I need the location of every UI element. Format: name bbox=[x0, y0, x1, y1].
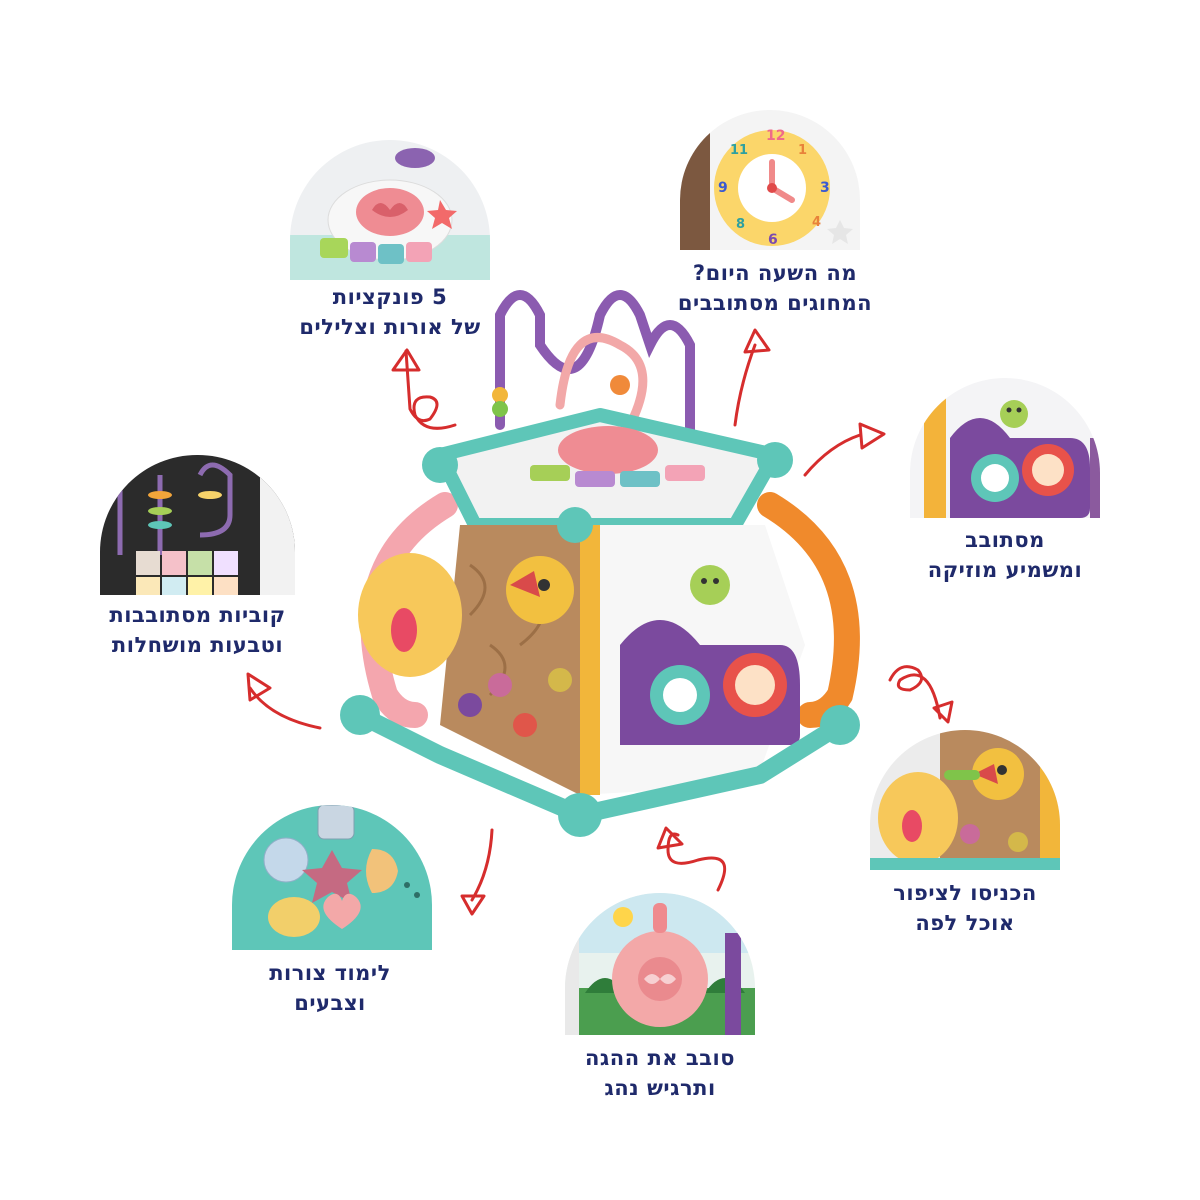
caption-lights-sounds-line2: של אורות וצלילים bbox=[299, 315, 481, 339]
caption-bird: הכניסו לציפור אוכל לפה bbox=[860, 878, 1070, 938]
caption-bird-line1: הכניסו לציפור bbox=[893, 881, 1037, 905]
thumbnail-clock: 12 3 6 9 1 11 4 8 bbox=[680, 110, 860, 250]
curl-arrow-icon bbox=[246, 672, 272, 702]
thumbnail-steering bbox=[565, 893, 755, 1035]
caption-cubes-line2: וטבעות מושחלות bbox=[111, 633, 284, 657]
svg-text:9: 9 bbox=[718, 180, 728, 196]
curl-arrow-icon bbox=[248, 686, 322, 730]
curl-arrow-icon bbox=[932, 700, 954, 724]
bird-icon bbox=[506, 556, 574, 624]
caption-music-line2: ומשמיע מוזיקה bbox=[927, 558, 1083, 582]
svg-text:4: 4 bbox=[812, 215, 821, 230]
caption-shapes-line2: וצבעים bbox=[294, 991, 366, 1015]
caption-lights-sounds: 5 פונקציות של אורות וצלילים bbox=[290, 282, 490, 342]
svg-text:1: 1 bbox=[798, 143, 807, 158]
caption-steering: סובב את ההגה ותרגיש נהג bbox=[545, 1043, 775, 1103]
curl-arrow-icon bbox=[888, 665, 942, 720]
caption-music: מסתובב ומשמיע מוזיקה bbox=[900, 525, 1110, 585]
caption-cubes: קוביות מסתובבות וטבעות מושחלות bbox=[80, 600, 315, 660]
caption-shapes-line1: לימוד צורות bbox=[269, 961, 391, 985]
caption-lights-sounds-line1: 5 פונקציות bbox=[332, 285, 448, 309]
caption-cubes-line1: קוביות מסתובבות bbox=[109, 603, 286, 627]
caption-music-line1: מסתובב bbox=[965, 528, 1045, 552]
caption-steering-line2: ותרגיש נהג bbox=[604, 1076, 716, 1100]
caption-steering-line1: סובב את ההגה bbox=[584, 1046, 736, 1070]
curl-arrow-icon bbox=[460, 894, 486, 916]
bead-maze-icon bbox=[495, 290, 695, 460]
svg-text:8: 8 bbox=[736, 217, 745, 232]
activity-cube-toy bbox=[340, 290, 860, 837]
svg-text:3: 3 bbox=[820, 180, 830, 196]
thumbnail-lights-sounds bbox=[290, 140, 490, 280]
caption-clock-line1: מה השעה היום? bbox=[692, 261, 858, 285]
steering-wheel-icon bbox=[558, 426, 658, 474]
caption-shapes: לימוד צורות וצבעים bbox=[230, 958, 430, 1018]
svg-text:11: 11 bbox=[730, 143, 748, 158]
caption-bird-line2: אוכל לפה bbox=[915, 911, 1015, 935]
caption-clock: מה השעה היום? המחוגים מסתובבים bbox=[660, 258, 890, 318]
caption-clock-line2: המחוגים מסתובבים bbox=[677, 291, 873, 315]
svg-text:6: 6 bbox=[768, 232, 778, 248]
thumbnail-music bbox=[910, 378, 1100, 518]
thumbnail-bird bbox=[870, 730, 1060, 870]
svg-text:12: 12 bbox=[766, 128, 785, 144]
thumbnail-cubes bbox=[100, 455, 295, 595]
